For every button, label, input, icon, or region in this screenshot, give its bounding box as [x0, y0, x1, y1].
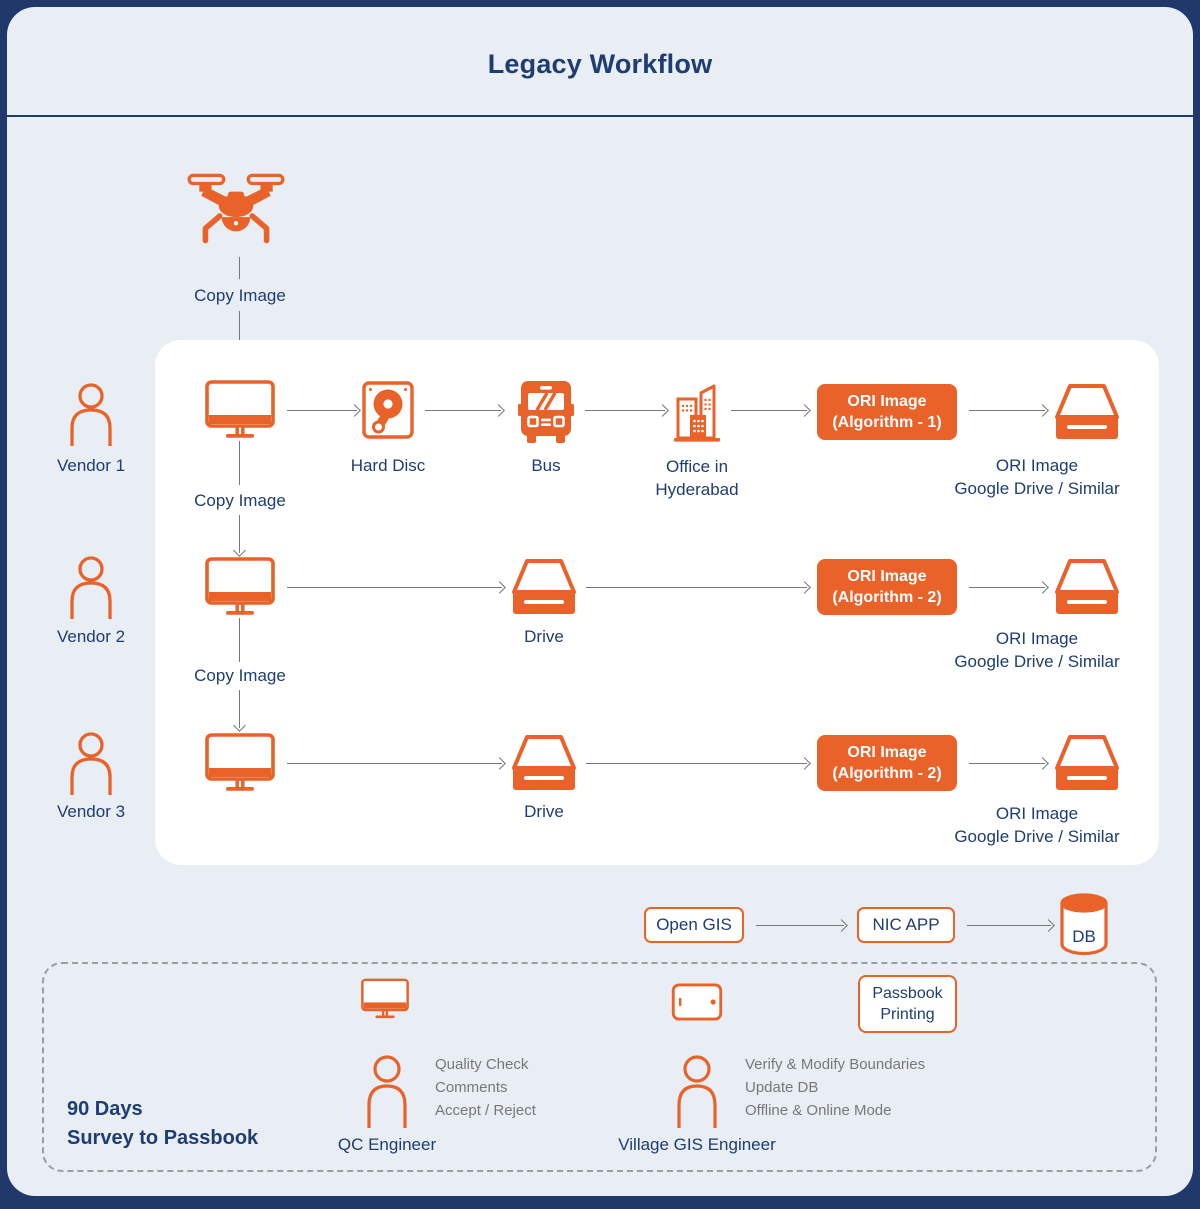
google-drive-icon-row3 [1053, 734, 1121, 794]
connector-row1-row2 [239, 441, 240, 485]
duration-line1: 90 Days [67, 1098, 143, 1120]
db-cylinder-icon [1059, 893, 1109, 957]
copy-image-label-row3: Copy Image [194, 666, 286, 685]
ori1-label-line2: (Algorithm - 1) [832, 414, 942, 431]
arrow-to-monitor2 [239, 515, 240, 553]
arrow-drive3-ori3 [586, 763, 807, 764]
office-building-icon [671, 379, 723, 445]
duration-text: 90 Days Survey to Passbook [67, 1095, 258, 1153]
vendor2-label: Vendor 2 [56, 627, 126, 646]
drive-label-row3: Drive [524, 802, 564, 821]
drive-icon-row3 [510, 734, 578, 794]
office-label-line2: Hyderabad [655, 480, 739, 499]
office-label: Office in Hyderabad [627, 455, 767, 501]
copy-image-label-top: Copy Image [194, 286, 286, 305]
monitor-icon-qc [361, 978, 409, 1020]
village-task-1: Verify & Modify Boundaries [745, 1056, 926, 1073]
village-task-3: Offline & Online Mode [745, 1102, 892, 1119]
bus-label: Bus [531, 456, 561, 475]
nic-app-button[interactable]: NIC APP [857, 907, 955, 943]
village-engineer-person-icon [674, 1055, 720, 1129]
ori3-label-line1: ORI Image [847, 744, 927, 761]
page-title: Legacy Workflow [487, 49, 713, 79]
drive-icon-row2 [510, 558, 578, 618]
village-task-2: Update DB [745, 1079, 819, 1096]
arrow-harddisc-bus [425, 410, 501, 411]
monitor-icon-row1 [205, 380, 275, 440]
arrow-office-ori1 [731, 410, 807, 411]
vendor1-person-icon [68, 383, 114, 447]
qc-task-2: Comments [435, 1079, 508, 1096]
ori3-label-line2: (Algorithm - 2) [832, 765, 942, 782]
arrow-monitor3-drive [287, 763, 502, 764]
copy-image-label-row2: Copy Image [194, 491, 286, 510]
arrow-nicapp-db [967, 925, 1051, 926]
arrow-drive2-ori2 [586, 587, 807, 588]
arrow-monitor2-drive [287, 587, 502, 588]
vendor-pipelines-card [155, 340, 1159, 865]
passbook-label-line2: Printing [880, 1006, 935, 1023]
arrow-ori1-drive [969, 410, 1045, 411]
drone-icon [183, 170, 289, 252]
tablet-icon [671, 983, 723, 1021]
open-gis-label: Open GIS [656, 915, 732, 934]
header-divider [7, 115, 1193, 117]
ori-algorithm1-button[interactable]: ORI Image (Algorithm - 1) [817, 384, 957, 440]
passbook-label-line1: Passbook [872, 985, 943, 1002]
google-drive-icon-row1 [1053, 383, 1121, 443]
qc-task-3: Accept / Reject [435, 1102, 536, 1119]
output-row1-line1: ORI Image [995, 456, 1079, 475]
vendor3-person-icon [68, 732, 114, 796]
vendor1-label: Vendor 1 [56, 456, 126, 475]
output-label-row2: ORI Image Google Drive / Similar [937, 627, 1137, 673]
drive-label-row2: Drive [524, 627, 564, 646]
arrow-ori2-drive [969, 587, 1045, 588]
google-drive-icon-row2 [1053, 558, 1121, 618]
qc-task-1: Quality Check [435, 1056, 529, 1073]
nic-app-label: NIC APP [872, 915, 940, 934]
survey-to-passbook-box [42, 962, 1157, 1172]
passbook-printing-button[interactable]: Passbook Printing [858, 975, 957, 1033]
monitor-icon-row3 [205, 733, 275, 793]
output-row2-line2: Google Drive / Similar [954, 652, 1120, 671]
output-row3-line2: Google Drive / Similar [954, 827, 1120, 846]
diagram-canvas: Legacy Workflow [7, 7, 1193, 1196]
output-row1-line2: Google Drive / Similar [954, 479, 1120, 498]
drone-connector-line [239, 257, 240, 279]
output-row2-line1: ORI Image [995, 629, 1079, 648]
qc-engineer-person-icon [364, 1055, 410, 1129]
arrow-to-monitor3 [239, 690, 240, 728]
village-engineer-label: Village GIS Engineer [618, 1135, 776, 1154]
arrow-opengis-nicapp [756, 925, 844, 926]
output-label-row3: ORI Image Google Drive / Similar [937, 802, 1137, 848]
hard-disc-icon [362, 381, 414, 439]
db-label: DB [1072, 927, 1096, 946]
ori2-label-line2: (Algorithm - 2) [832, 589, 942, 606]
output-label-row1: ORI Image Google Drive / Similar [937, 454, 1137, 500]
bus-icon [518, 379, 574, 445]
arrow-monitor1-harddisc [287, 410, 357, 411]
ori-algorithm2-button-row2[interactable]: ORI Image (Algorithm - 2) [817, 559, 957, 615]
vendor3-label: Vendor 3 [56, 802, 126, 821]
output-row3-line1: ORI Image [995, 804, 1079, 823]
ori1-label-line1: ORI Image [847, 393, 927, 410]
hard-disc-label: Hard Disc [350, 456, 426, 475]
duration-line2: Survey to Passbook [67, 1127, 259, 1149]
arrow-ori3-drive [969, 763, 1045, 764]
connector-row2-row3 [239, 618, 240, 662]
office-label-line1: Office in [665, 457, 729, 476]
open-gis-button[interactable]: Open GIS [644, 907, 744, 943]
ori-algorithm2-button-row3[interactable]: ORI Image (Algorithm - 2) [817, 735, 957, 791]
vendor2-person-icon [68, 556, 114, 620]
monitor-icon-row2 [205, 557, 275, 617]
ori2-label-line1: ORI Image [847, 568, 927, 585]
qc-engineer-label: QC Engineer [337, 1135, 437, 1154]
arrow-bus-office [585, 410, 665, 411]
